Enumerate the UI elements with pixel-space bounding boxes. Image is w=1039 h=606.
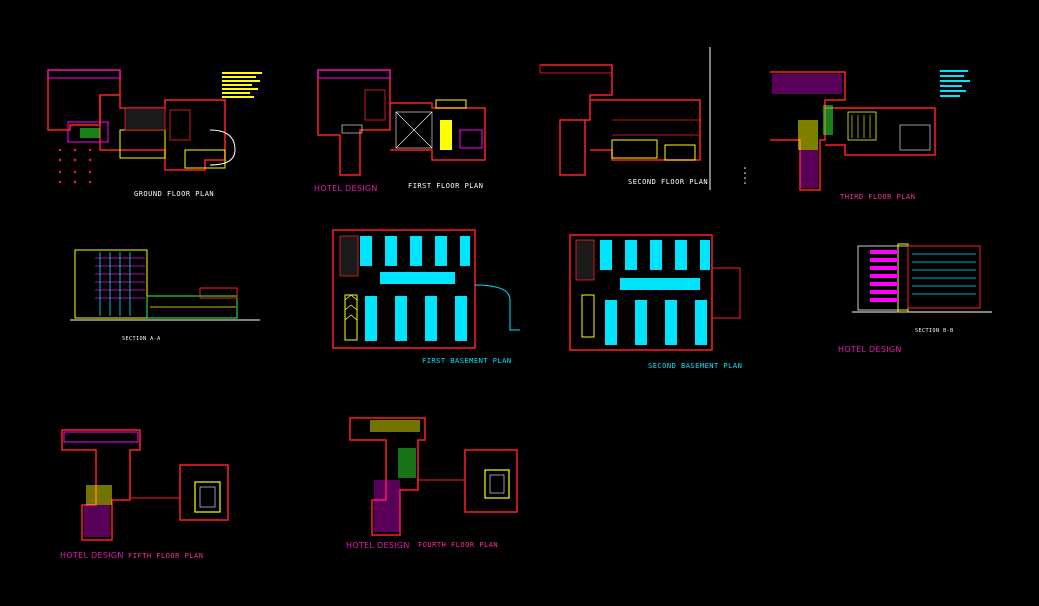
dot-markers	[744, 167, 746, 184]
fourth-floor-plan-drawing	[349, 417, 518, 536]
hotel-design-title: HOTEL DESIGN	[346, 541, 410, 550]
first-basement-plan-drawing	[332, 229, 520, 349]
first-floor-plan-label: FIRST FLOOR PLAN	[408, 182, 484, 190]
fifth-floor-plan-label: FIFTH FLOOR PLAN	[128, 552, 204, 560]
section-aa-drawing	[70, 249, 260, 321]
second-basement-plan-drawing	[569, 234, 741, 351]
second-floor-plan-label: SECOND FLOOR PLAN	[628, 178, 709, 186]
ground-floor-plan-label: GROUND FLOOR PLAN	[134, 190, 215, 198]
first-floor-plan-drawing	[317, 69, 486, 176]
section-bb-drawing	[852, 243, 992, 313]
ground-floor-plan-drawing	[47, 69, 262, 184]
section-aa-label: SECTION A-A	[122, 336, 161, 342]
second-basement-plan-label: SECOND BASEMENT PLAN	[648, 362, 743, 370]
second-floor-plan-drawing	[539, 47, 711, 190]
hotel-design-title: HOTEL DESIGN	[60, 551, 124, 560]
first-basement-plan-label: FIRST BASEMENT PLAN	[422, 357, 512, 365]
hotel-design-title: HOTEL DESIGN	[838, 345, 902, 354]
fourth-floor-plan-label: FOURTH FLOOR PLAN	[418, 541, 499, 549]
third-floor-plan-label: THIRD FLOOR PLAN	[840, 193, 916, 201]
hotel-design-title: HOTEL DESIGN	[314, 184, 378, 193]
fifth-floor-plan-drawing	[61, 429, 229, 541]
section-bb-label: SECTION B-B	[915, 328, 954, 334]
third-floor-plan-drawing	[770, 70, 970, 191]
